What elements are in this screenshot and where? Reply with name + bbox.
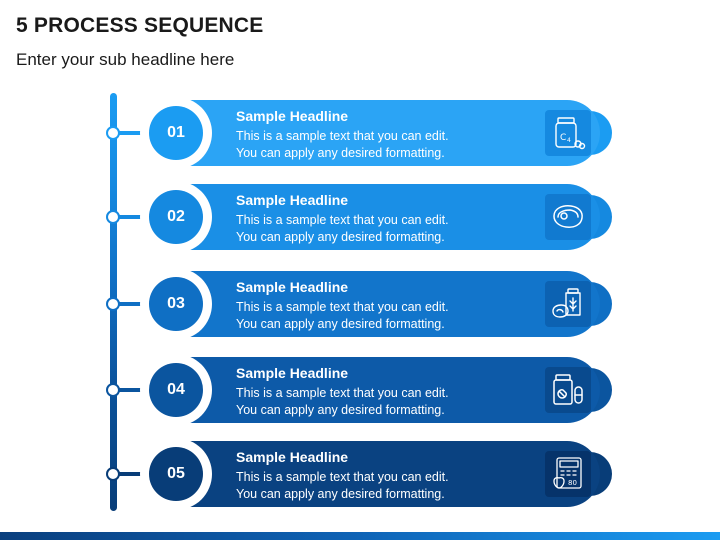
step-text-line-2: You can apply any desired formatting. bbox=[236, 317, 445, 331]
process-step-2[interactable]: 02 Sample Headline This is a sample text… bbox=[0, 181, 720, 253]
page-title: 5 PROCESS SEQUENCE bbox=[16, 14, 264, 37]
svg-text:80: 80 bbox=[568, 479, 577, 487]
step-number-ring: 01 bbox=[140, 97, 212, 169]
step-text-line-1: This is a sample text that you can edit. bbox=[236, 300, 449, 314]
step-band bbox=[176, 271, 600, 337]
step-headline: Sample Headline bbox=[236, 192, 349, 208]
footer-accent-bar bbox=[0, 532, 720, 540]
step-number: 05 bbox=[167, 465, 185, 482]
step-connector bbox=[113, 388, 151, 392]
step-number-ring: 04 bbox=[140, 354, 212, 426]
step-band bbox=[176, 100, 600, 166]
process-step-1[interactable]: 01 Sample Headline This is a sample text… bbox=[0, 97, 720, 169]
medicine-bottle-icon: C 4 bbox=[545, 110, 591, 156]
timeline-dot bbox=[106, 297, 120, 311]
step-number-badge: 05 bbox=[149, 447, 203, 501]
step-number-badge: 01 bbox=[149, 106, 203, 160]
step-number: 01 bbox=[167, 124, 185, 141]
step-text-line-2: You can apply any desired formatting. bbox=[236, 403, 445, 417]
step-text-line-1: This is a sample text that you can edit. bbox=[236, 386, 449, 400]
process-step-4[interactable]: 04 Sample Headline This is a sample text… bbox=[0, 354, 720, 426]
step-number-badge: 03 bbox=[149, 277, 203, 331]
step-text-line-1: This is a sample text that you can edit. bbox=[236, 129, 449, 143]
timeline-dot bbox=[106, 383, 120, 397]
step-number-ring: 02 bbox=[140, 181, 212, 253]
timeline-dot bbox=[106, 126, 120, 140]
step-text-line-1: This is a sample text that you can edit. bbox=[236, 213, 449, 227]
step-headline: Sample Headline bbox=[236, 108, 349, 124]
step-number: 04 bbox=[167, 381, 185, 398]
timeline-dot bbox=[106, 210, 120, 224]
pill-bottle-icon bbox=[545, 367, 591, 413]
step-text-line-1: This is a sample text that you can edit. bbox=[236, 470, 449, 484]
step-text-line-2: You can apply any desired formatting. bbox=[236, 146, 445, 160]
step-band bbox=[176, 357, 600, 423]
step-number-badge: 04 bbox=[149, 363, 203, 417]
step-number: 03 bbox=[167, 295, 185, 312]
step-text-line-2: You can apply any desired formatting. bbox=[236, 487, 445, 501]
svg-text:C: C bbox=[560, 133, 566, 143]
step-connector bbox=[113, 472, 151, 476]
step-headline: Sample Headline bbox=[236, 279, 349, 295]
step-connector bbox=[113, 131, 151, 135]
step-number-ring: 05 bbox=[140, 438, 212, 510]
step-headline: Sample Headline bbox=[236, 449, 349, 465]
step-band bbox=[176, 441, 600, 507]
step-headline: Sample Headline bbox=[236, 365, 349, 381]
process-step-3[interactable]: 03 Sample Headline This is a sample text… bbox=[0, 268, 720, 340]
step-text-line-2: You can apply any desired formatting. bbox=[236, 230, 445, 244]
process-step-5[interactable]: 05 Sample Headline This is a sample text… bbox=[0, 438, 720, 510]
step-number-badge: 02 bbox=[149, 190, 203, 244]
steak-icon bbox=[545, 194, 591, 240]
calorie-calculator-icon: 80 bbox=[545, 451, 591, 497]
svg-text:4: 4 bbox=[567, 137, 571, 144]
step-band bbox=[176, 184, 600, 250]
food-jar-icon bbox=[545, 281, 591, 327]
step-number-ring: 03 bbox=[140, 268, 212, 340]
step-number: 02 bbox=[167, 208, 185, 225]
step-connector bbox=[113, 215, 151, 219]
timeline-dot bbox=[106, 467, 120, 481]
page-subtitle: Enter your sub headline here bbox=[16, 50, 235, 69]
step-connector bbox=[113, 302, 151, 306]
